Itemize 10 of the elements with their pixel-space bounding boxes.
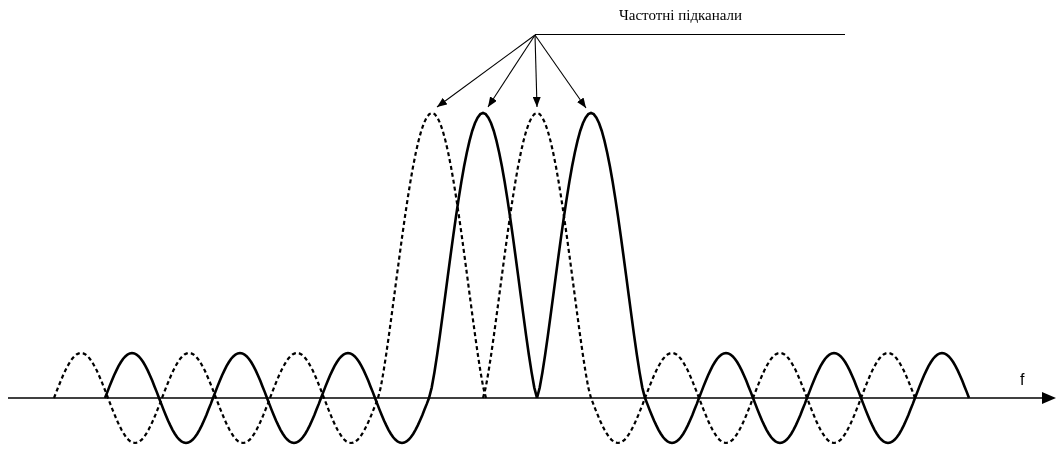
- subcarrier-curve: [481, 111, 917, 445]
- arrow: [534, 34, 587, 109]
- arrow: [532, 34, 541, 108]
- subchannel-caption: Частотні підканали: [619, 6, 743, 24]
- arrow: [487, 34, 536, 108]
- arrow: [436, 34, 536, 108]
- subcarrier-curve: [535, 111, 971, 445]
- subcarrier-curve: [103, 111, 539, 445]
- axis-label: f: [1020, 370, 1025, 390]
- subcarrier-curve: [52, 111, 488, 445]
